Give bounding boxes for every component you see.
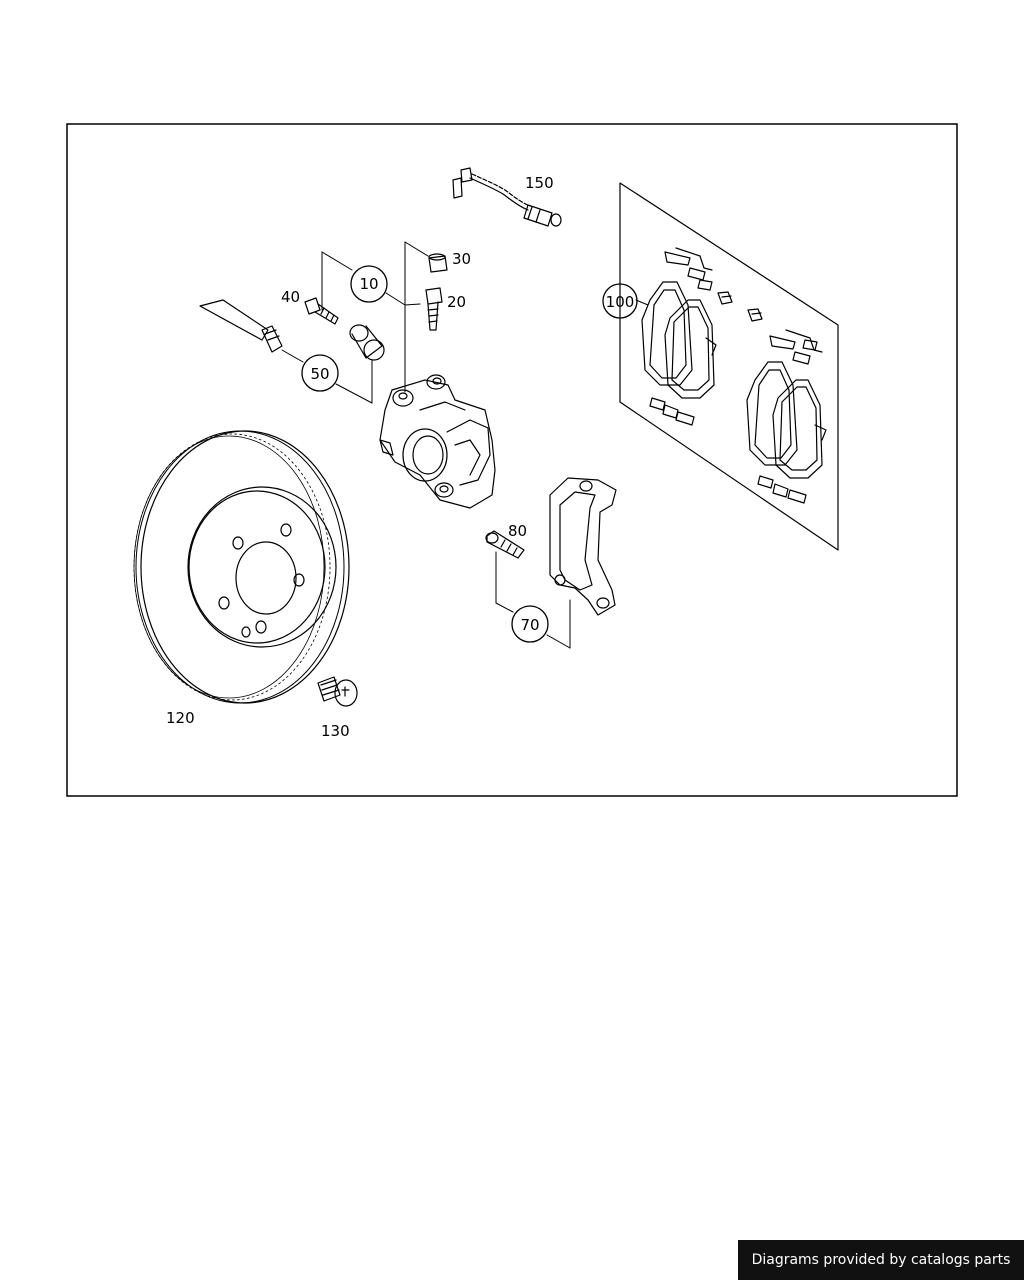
callout-circle-50 — [301, 354, 339, 392]
carrier-bolt — [485, 530, 525, 559]
disc-screw — [317, 676, 358, 707]
brake-caliper — [379, 374, 496, 509]
dust-cap — [428, 253, 448, 273]
brake-disc — [133, 430, 350, 704]
callout-70: 70 — [520, 616, 539, 634]
callout-circle-70 — [511, 605, 549, 643]
callout-circles — [301, 265, 638, 643]
callout-circle-10 — [350, 265, 388, 303]
callout-20: 20 — [447, 293, 466, 311]
callout-80: 80 — [508, 522, 527, 540]
grease-tube — [199, 299, 283, 353]
callout-100: 100 — [606, 293, 635, 311]
footer-credit: Diagrams provided by catalogs parts — [738, 1240, 1024, 1280]
callout-120: 120 — [166, 709, 195, 727]
wear-sensor — [452, 167, 562, 227]
guide-sleeve — [349, 324, 385, 361]
caliper-carrier — [549, 477, 617, 616]
callout-150: 150 — [525, 174, 554, 192]
callout-30: 30 — [452, 250, 471, 268]
guide-bolt — [304, 297, 339, 325]
brake-pad-set — [619, 182, 839, 551]
callout-130: 130 — [321, 722, 350, 740]
callout-40: 40 — [281, 288, 300, 306]
footer-credit-text: Diagrams provided by catalogs parts — [751, 1252, 1011, 1268]
leader-lines — [281, 241, 649, 649]
bleeder-screw — [425, 287, 443, 331]
callout-circle-100 — [602, 283, 638, 319]
diagram-frame — [66, 123, 958, 797]
callout-50: 50 — [310, 365, 329, 383]
callout-10: 10 — [359, 275, 378, 293]
